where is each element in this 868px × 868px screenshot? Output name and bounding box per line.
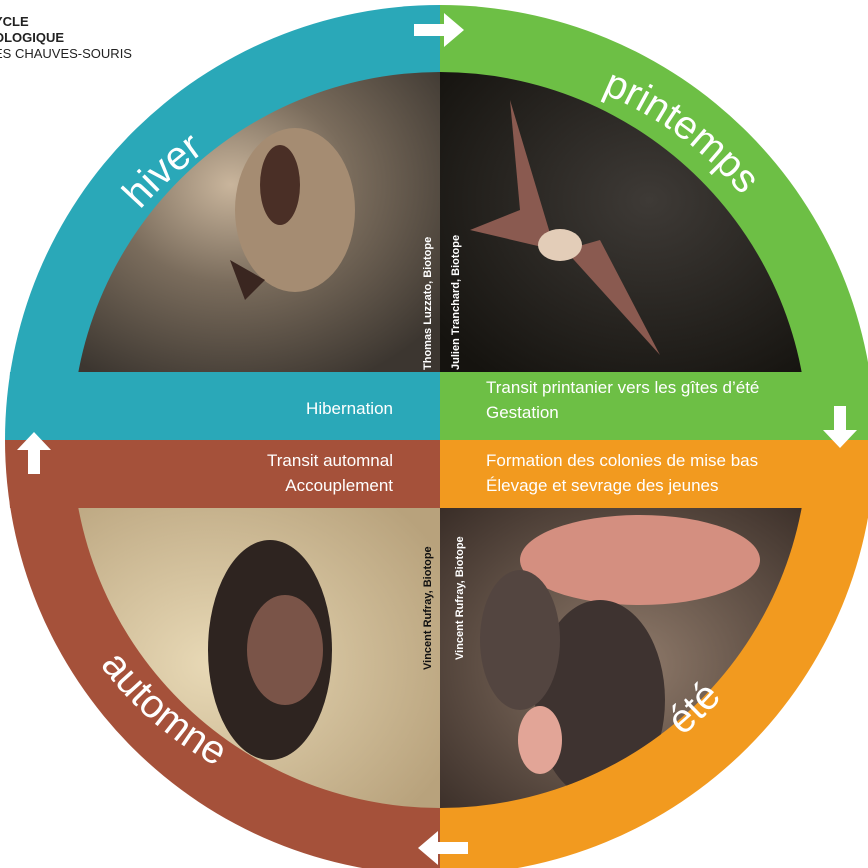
desc-printemps-2: Gestation [486, 403, 559, 422]
bat-automne-image [208, 540, 332, 760]
credit-hiver: Thomas Luzzato, Biotope [422, 237, 434, 370]
desc-ete-2: Élevage et sevrage des jeunes [486, 476, 719, 495]
desc-printemps-1: Transit printanier vers les gîtes d’été [486, 378, 759, 397]
credit-automne: Vincent Rufray, Biotope [422, 546, 434, 670]
desc-automne-2: Accouplement [285, 476, 393, 495]
desc-hiver-1: Hibernation [306, 399, 393, 418]
credit-printemps: Julien Tranchard, Biotope [450, 235, 462, 370]
desc-automne-1: Transit automnal [267, 451, 393, 470]
desc-ete-1: Formation des colonies de mise bas [486, 451, 758, 470]
credit-ete: Vincent Rufray, Biotope [454, 536, 466, 660]
